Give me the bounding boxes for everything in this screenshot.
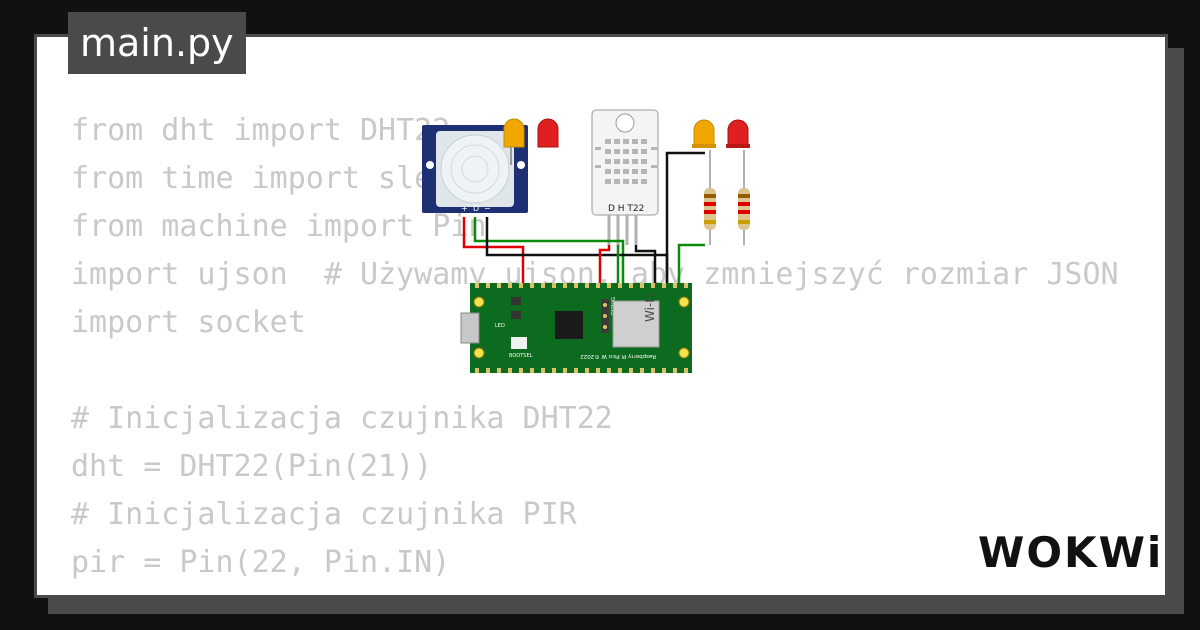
wires [462, 151, 705, 287]
wifi-label: Wi-Fi [643, 293, 657, 322]
code-line: dht = DHT22(Pin(21)) [71, 449, 433, 484]
pir-pin-label: − [484, 204, 491, 213]
led-red-body[interactable] [726, 119, 750, 148]
code-line: import ujson # Używamy ujson, aby zmniej… [71, 257, 1119, 292]
red-led[interactable] [537, 118, 559, 148]
code-line: from dht import DHT22 [71, 113, 451, 148]
code-line: # Inicjalizacja czujnika DHT22 [71, 401, 613, 436]
usb-port [460, 312, 480, 344]
code-line: from machine import Pin [71, 209, 487, 244]
resistors-group [692, 119, 750, 245]
pir-sensor[interactable]: + D − [422, 125, 528, 213]
wifi-module [612, 300, 660, 348]
file-tab[interactable]: main.py [68, 12, 246, 74]
pico-w-board[interactable]: LED BOOTSEL DEBUG Wi-Fi Raspberry Pi Pic… [460, 283, 692, 373]
bootsel-label: BOOTSEL [509, 353, 533, 359]
resistor-1 [704, 150, 716, 245]
code-line: # Inicjalizacja czujnika PIR [71, 497, 577, 532]
circuit-diagram: + D − D H T22 [422, 109, 705, 373]
code-line: pir = Pin(22, Pin.IN) [71, 545, 451, 580]
mount-hole [473, 296, 485, 308]
mount-hole [426, 161, 434, 169]
code-line: import socket [71, 305, 306, 340]
led-label: LED [495, 323, 505, 329]
dht22-sensor[interactable]: D H T22 [591, 109, 659, 245]
bootsel-button[interactable] [511, 337, 527, 349]
board-label: Raspberry Pi Pico W ©2022 [580, 353, 656, 360]
mount-hole [678, 347, 690, 359]
mount-hole [473, 347, 485, 359]
led-yellow-body[interactable] [692, 119, 716, 148]
yellow-led[interactable] [503, 118, 525, 165]
dht-label: D H T22 [608, 204, 644, 214]
pir-pin-label: + [461, 204, 468, 213]
pir-pin-label: D [473, 204, 479, 213]
wokwi-logo: WOKWi [978, 528, 1164, 577]
mount-hole [517, 161, 525, 169]
rp2040-chip [555, 311, 583, 339]
resistor-2 [738, 150, 750, 245]
code-line: # Inicjalizacja diod LED (czerwona i żół… [71, 587, 1137, 595]
mount-hole [678, 296, 690, 308]
